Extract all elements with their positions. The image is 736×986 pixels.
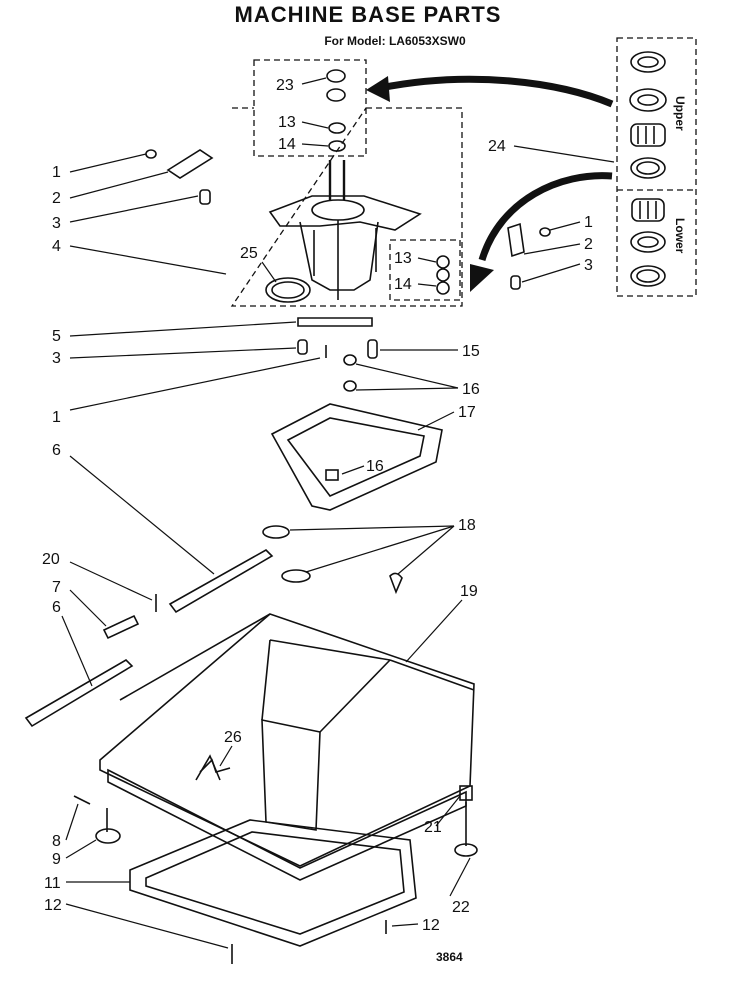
rail-6a [168,549,274,614]
callout-8: 8 [52,833,61,850]
callout-6b: 6 [52,599,61,616]
foot-22-pad [454,843,478,857]
leader-lines [61,77,615,949]
rail-6b [24,658,134,728]
callout-25: 25 [240,245,258,262]
bumper-16c [325,469,339,481]
base-pan [129,819,417,947]
bearing-inset: Upper Lower [366,37,697,297]
right-bracket [507,222,525,258]
callout-20: 20 [42,551,60,568]
leg-8 [73,795,91,805]
callout-1a: 1 [52,164,61,181]
lower-label: Lower [673,218,687,254]
callout-5: 5 [52,328,61,345]
callout-1c: 1 [52,409,61,426]
left-bracket [166,149,214,179]
callout-9: 9 [52,851,61,868]
callout-3a: 3 [52,215,61,232]
callout-26: 26 [224,729,242,746]
upper-seals [326,69,346,152]
upper-arrowhead [366,76,390,102]
callout-22: 22 [452,899,470,916]
callout-12a: 12 [44,897,62,914]
base-pan-inner [145,831,405,935]
figure-number: 3864 [436,950,463,964]
spring-7 [102,614,140,640]
callout-2b: 2 [584,236,593,253]
foot-9-pad [95,828,121,844]
lower-seals [436,255,450,295]
callout-19: 19 [460,583,478,600]
callout-numbers: 1 2 3 4 25 23 13 14 24 13 14 1 2 3 5 3 1… [42,77,593,934]
clip-26 [199,758,231,773]
upper-label: Upper [673,96,687,131]
right-clip [510,275,521,290]
callout-24: 24 [488,138,506,155]
callout-14b: 14 [394,276,412,293]
callout-13a: 13 [278,114,296,131]
page-title: MACHINE BASE PARTS [234,2,502,27]
bumper-16b [343,380,357,392]
callout-14a: 14 [278,136,296,153]
callout-17: 17 [458,404,476,421]
lower-arrow [478,172,613,262]
callout-1b: 1 [584,214,593,231]
brace-17-inner [286,417,425,497]
pad-18b [281,569,311,583]
callout-7: 7 [52,579,61,596]
callout-6a: 6 [52,442,61,459]
callout-13b: 13 [394,250,412,267]
callout-15: 15 [462,343,480,360]
spring-15 [367,339,378,359]
brace-17 [270,403,443,511]
strap-5 [297,317,373,327]
lower-bearing-stack [630,198,666,287]
pad-18a [262,525,290,539]
model-subtitle: For Model: LA6053XSW0 [324,34,466,48]
callout-16b: 16 [366,458,384,475]
callout-12b: 12 [422,917,440,934]
bumper-16a [343,354,357,366]
lower-seal-box [389,239,461,301]
callout-18: 18 [458,517,476,534]
left-clip [199,189,211,205]
right-bolt [539,227,551,237]
lower-arrowhead [470,264,494,292]
foot-21 [459,785,473,801]
upper-seal-box [253,59,367,157]
callout-3b: 3 [584,257,593,274]
transmission-spider [265,160,422,303]
left-bolt [145,149,157,159]
upper-bearing-stack [629,51,667,179]
callout-11: 11 [44,875,61,892]
upper-arrow [379,75,614,108]
callout-3c: 3 [52,350,61,367]
callout-23: 23 [276,77,294,94]
base-frame [99,613,475,881]
callout-4: 4 [52,238,61,255]
callout-16a: 16 [462,381,480,398]
transmission-box [230,107,463,307]
callout-2a: 2 [52,190,61,207]
pad-18c [389,572,403,595]
clip-3c [297,339,308,355]
inset-border [616,37,697,297]
callout-21: 21 [424,819,442,836]
